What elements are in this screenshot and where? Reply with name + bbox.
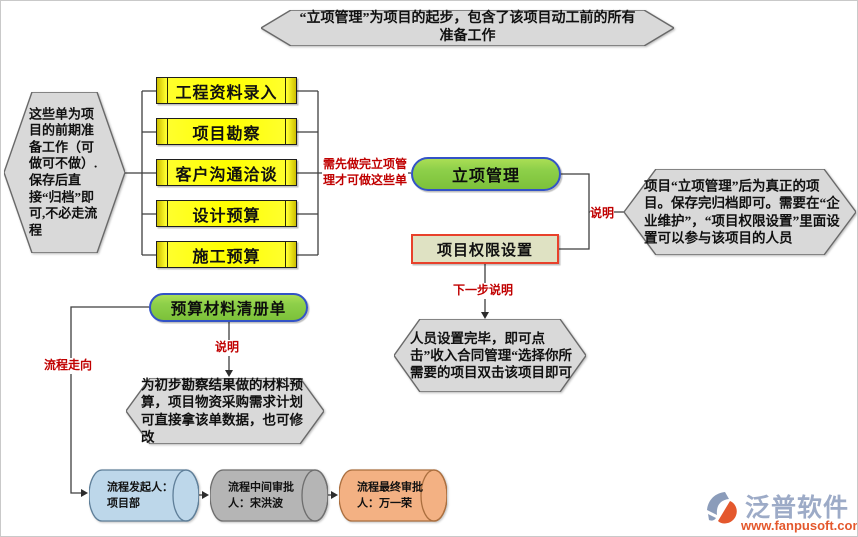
hexagon-shape (624, 169, 856, 255)
cylinder-shape (339, 469, 447, 522)
node-budget-material-list: 预算材料清册单 (149, 293, 308, 322)
arrowhead-down-budget-note (225, 370, 233, 377)
next-step-label: 下一步说明 (453, 283, 514, 299)
prereq-annotation: 需先做完立项管理才可做这些单 (322, 157, 408, 189)
prep-form-client-negotiation: 客户沟通洽谈 (156, 159, 297, 186)
cylinder-shape (210, 469, 328, 522)
arrowhead-into-middle-approver (202, 491, 209, 499)
hexagon-shape (4, 92, 125, 253)
node-project-permission: 项目权限设置 (411, 234, 559, 264)
hexagon-shape (126, 378, 324, 444)
arrowhead-into-final-approver (331, 491, 338, 499)
right-note-text: 项目“立项管理”后为真正的项目。保存完归档即可。需要在“企业维护”，“项目权限设… (644, 178, 840, 246)
fanpu-logo-url: www.fanpusoft.com (741, 518, 858, 533)
final-approver-text: 流程最终审批人：万一荣 (357, 481, 423, 510)
shuoming-right-label: 说明 (590, 206, 615, 222)
personnel-note-text: 人员设置完毕，即可点击”收入合同管理“选择你所需要的项目双击该项目即可 (410, 330, 572, 381)
cylinder-middle-approver: 流程中间审批人：宋洪波 (210, 469, 328, 522)
budget-note: 为初步勘察结果做的材料预算，项目物资采购需求计划可直接拿该单数据，也可修改 (126, 377, 324, 445)
right-note: 项目“立项管理”后为真正的项目。保存完归档即可。需要在“企业维护”，“项目权限设… (624, 169, 856, 255)
left-note-text: 这些单为项目的前期准备工作（可做可不做）.保存后直接“归档”即可,不必走流程 (29, 106, 98, 238)
node-project-initiation: 立项管理 (411, 157, 561, 191)
hexagon-shape (394, 319, 586, 392)
fanpu-logo-brand: 泛普软件 (745, 494, 850, 522)
hexagon-shape (261, 10, 674, 46)
flow-initiator-text: 流程发起人：项目部 (107, 481, 173, 510)
prep-form-project-survey: 项目勘察 (156, 118, 297, 145)
prep-form-design-budget: 设计预算 (156, 200, 297, 227)
cylinder-final-approver: 流程最终审批人：万一荣 (339, 469, 447, 522)
arrowhead-down-next-step (481, 312, 489, 319)
banner-note-text: “立项管理”为项目的起步，包含了该项目动工前的所有准备工作 (299, 11, 636, 44)
cylinder-shape (89, 469, 199, 522)
fanpu-logo: 泛普软件 www.fanpusoft.com (701, 487, 857, 535)
cylinder-flow-initiator: 流程发起人：项目部 (89, 469, 199, 522)
banner-note: “立项管理”为项目的起步，包含了该项目动工前的所有准备工作 (261, 10, 674, 46)
left-note: 这些单为项目的前期准备工作（可做可不做）.保存后直接“归档”即可,不必走流程 (4, 92, 125, 253)
arrowhead-into-initiator (81, 489, 88, 497)
prep-form-construction-budget: 施工预算 (156, 241, 297, 268)
fanpu-logo-icon (707, 492, 737, 524)
middle-approver-text: 流程中间审批人：宋洪波 (228, 481, 294, 510)
prep-form-engineering-data: 工程资料录入 (156, 77, 297, 104)
flow-direction-label: 流程走向 (44, 358, 93, 374)
budget-note-text: 为初步勘察结果做的材料预算，项目物资采购需求计划可直接拿该单数据，也可修改 (141, 377, 303, 445)
personnel-note: 人员设置完毕，即可点击”收入合同管理“选择你所需要的项目双击该项目即可 (394, 319, 586, 392)
shuoming-budget-label: 说明 (215, 340, 240, 356)
